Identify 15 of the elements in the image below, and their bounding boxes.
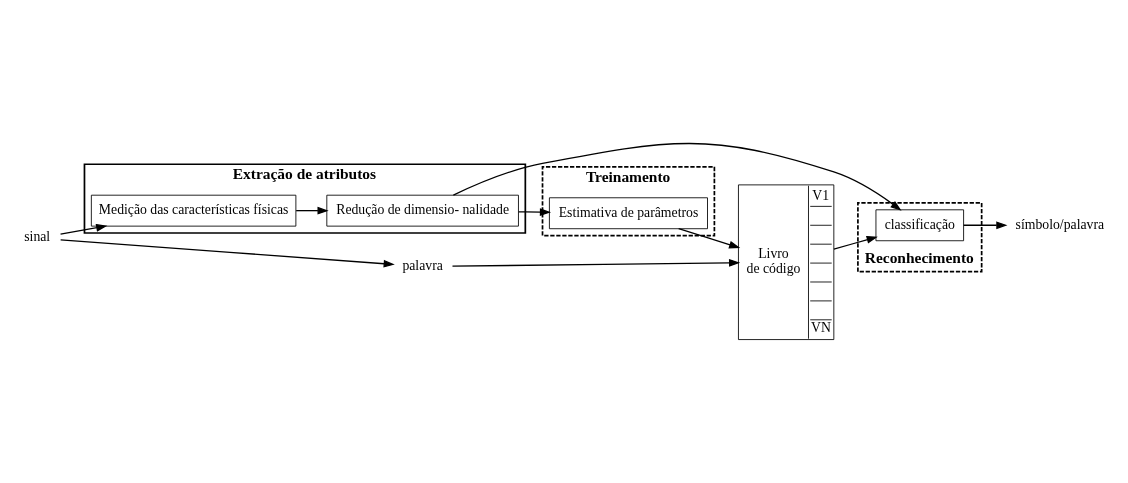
arrow: [295, 206, 329, 215]
arrow: [963, 221, 1008, 230]
arrow: [451, 258, 741, 267]
node-box: Medição das características físicas: [90, 194, 297, 227]
node-text: símbolo/palavra: [1015, 216, 1105, 232]
arrow: [452, 142, 902, 211]
arrow: [60, 239, 395, 268]
node-box: classificação: [875, 209, 965, 242]
node-text: palavra: [402, 257, 443, 273]
node-text: sinal: [24, 229, 51, 245]
node-box: Redução de dimensio- nalidade: [326, 194, 519, 227]
arrow: [518, 208, 552, 217]
arrow: [833, 236, 878, 250]
arrow: [59, 223, 108, 235]
node-box: Estimativa de parâmetros: [548, 197, 708, 230]
